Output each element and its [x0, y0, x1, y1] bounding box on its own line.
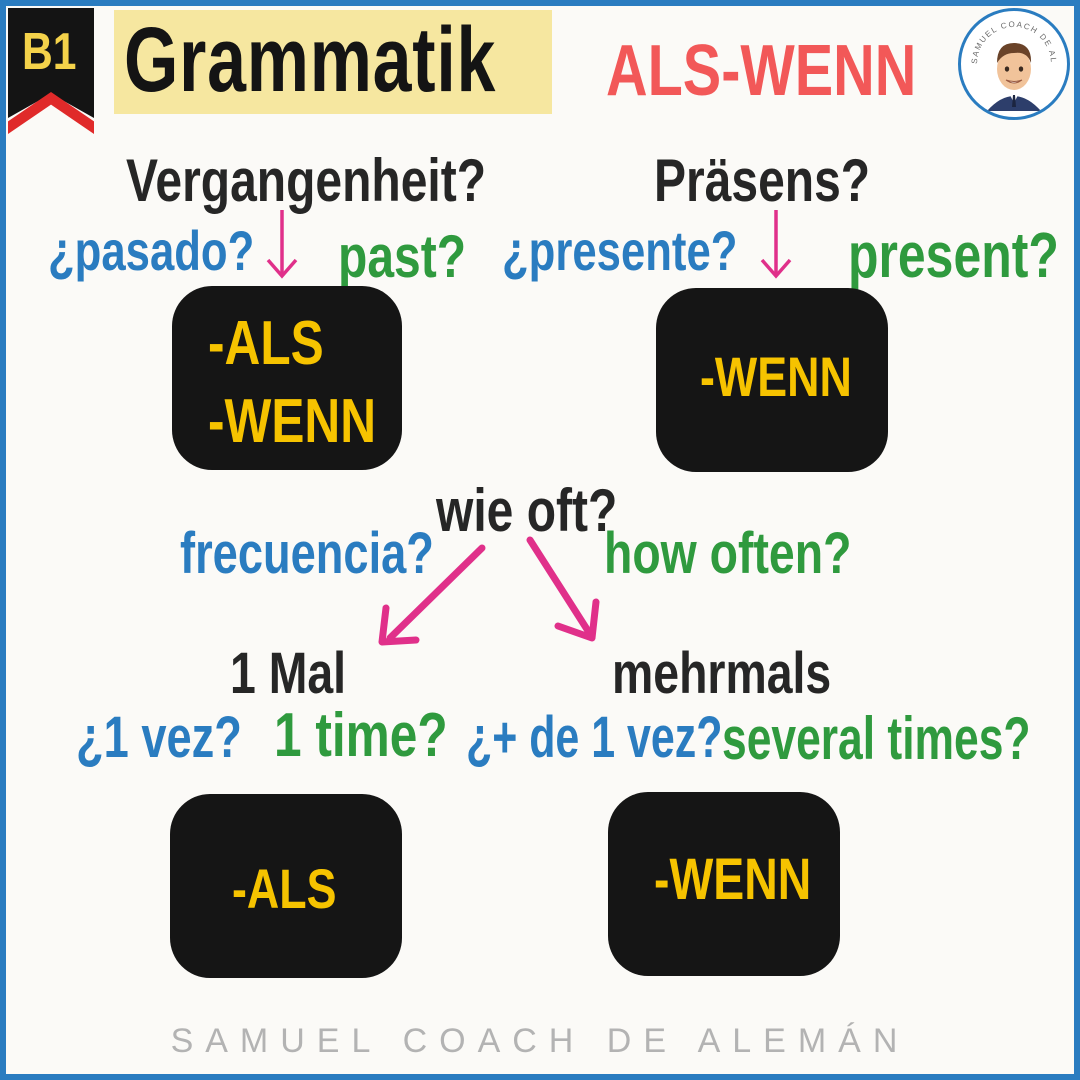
down-arrow-icon — [266, 210, 298, 279]
title-highlight — [114, 10, 552, 114]
once-answer-als: -ALS — [232, 857, 337, 920]
avatar-icon: SAMUEL COACH DE ALEMÁN — [961, 11, 1057, 111]
page-title: Grammatik — [124, 9, 497, 111]
brand-logo: SAMUEL COACH DE ALEMÁN — [958, 8, 1070, 120]
footer-brand: SAMUEL COACH DE ALEMÁN — [170, 1022, 910, 1060]
several-label: mehrmals — [612, 641, 832, 706]
frequency-english: how often? — [604, 521, 852, 586]
topic-title: ALS-WENN — [606, 31, 917, 111]
past-answer-box — [172, 286, 402, 470]
frequency-question: wie oft? — [436, 477, 618, 544]
present-question: Präsens? — [654, 147, 871, 214]
present-spanish: ¿presente? — [502, 219, 738, 282]
present-english: present? — [848, 219, 1059, 291]
past-question: Vergangenheit? — [126, 147, 487, 214]
past-answer-als: -ALS — [208, 309, 324, 378]
present-answer-box — [656, 288, 888, 472]
once-answer-box — [170, 794, 402, 978]
past-spanish: ¿pasado? — [48, 219, 255, 282]
frequency-spanish: frecuencia? — [180, 521, 434, 586]
once-english: 1 time? — [274, 701, 448, 770]
several-spanish: ¿+ de 1 vez? — [466, 705, 723, 770]
past-english: past? — [338, 223, 467, 290]
several-answer-wenn: -WENN — [654, 847, 812, 912]
down-arrow-icon — [760, 210, 792, 279]
several-english: several times? — [722, 705, 1031, 772]
past-answer-wenn: -WENN — [208, 387, 377, 456]
present-answer-wenn: -WENN — [700, 345, 852, 408]
once-label: 1 Mal — [230, 641, 347, 706]
once-spanish: ¿1 vez? — [76, 705, 242, 770]
branch-arrows-icon — [378, 536, 600, 646]
level-label: B1 — [22, 23, 77, 81]
several-answer-box — [608, 792, 840, 976]
